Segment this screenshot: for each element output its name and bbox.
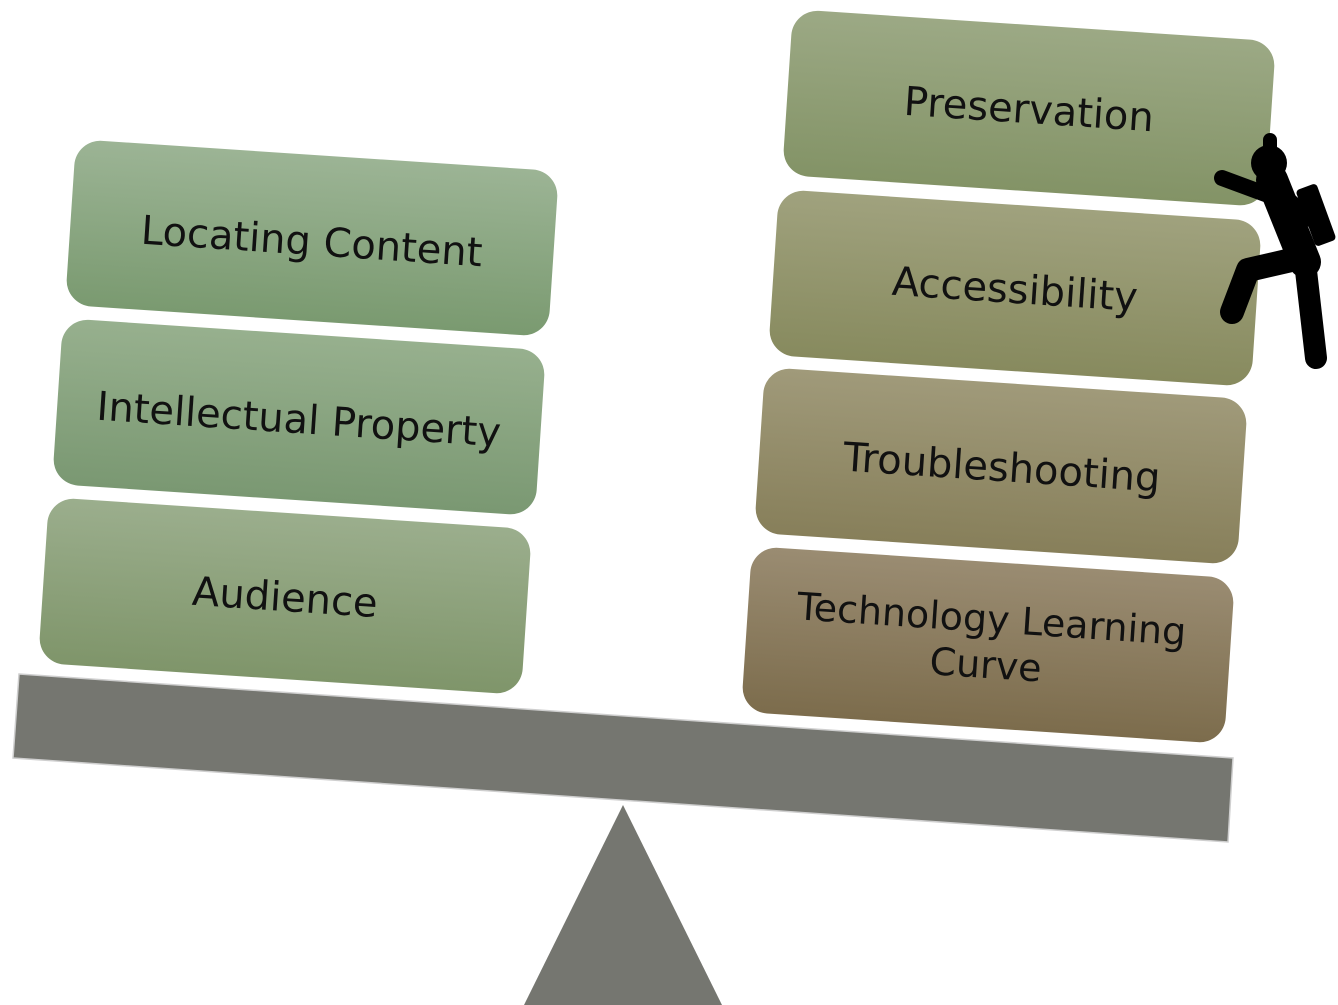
box-troubleshooting: Troubleshooting [755, 368, 1247, 564]
box-technology-learning-curve: Technology Learning Curve [742, 547, 1234, 743]
box-preservation: Preservation [783, 10, 1275, 206]
box-label-line-2: Curve [928, 639, 1043, 690]
box-audience: Audience [39, 498, 531, 694]
seesaw-beam [12, 673, 1234, 843]
box-locating-content: Locating Content [66, 140, 558, 336]
climbing-person-icon [1214, 133, 1336, 369]
fulcrum-triangle [524, 805, 722, 1005]
box-accessibility: Accessibility [769, 190, 1261, 386]
box-intellectual-property: Intellectual Property [53, 319, 545, 515]
